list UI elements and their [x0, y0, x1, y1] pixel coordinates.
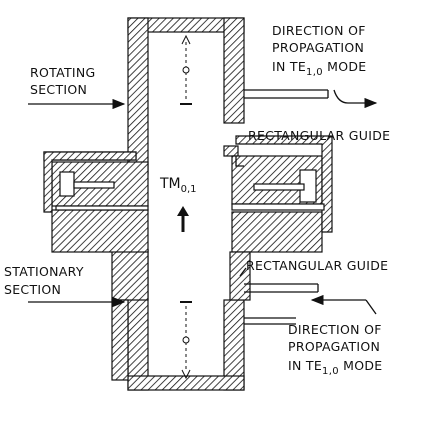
- left-step-lower-2: [111, 299, 129, 381]
- rect-guide-upper-label: RECTANGULAR GUIDE: [248, 128, 390, 143]
- leader-arrows: [28, 89, 378, 315]
- stationary-label-1: STATIONARY: [4, 264, 84, 279]
- tm-mode-label: TM0,1: [159, 176, 197, 195]
- left-step-lower: [111, 249, 149, 301]
- center-arrow: [177, 206, 189, 232]
- left-choke: [43, 151, 149, 253]
- top-direction-line1: DIRECTION OF: [272, 23, 366, 38]
- bottom-flange: [127, 375, 245, 391]
- bottom-direction-line3: IN TE1,0 MODE: [288, 358, 382, 377]
- right-wall-upper: [223, 17, 245, 124]
- rect-guide-lower-label: RECTANGULAR GUIDE: [246, 258, 388, 273]
- top-right-arrow: [333, 89, 378, 109]
- top-direction-line3: IN TE1,0 MODE: [272, 59, 366, 78]
- field-indicators: [180, 34, 192, 380]
- guide-walls: [111, 17, 245, 391]
- rect-guides: [244, 89, 329, 325]
- right-choke: [223, 135, 333, 301]
- rotating-label-2: SECTION: [30, 82, 87, 97]
- bottom-direction-line2: PROPAGATION: [288, 339, 380, 354]
- top-direction-line2: PROPAGATION: [272, 40, 364, 55]
- rotating-label-1: ROTATING: [30, 65, 96, 80]
- left-wall-upper: [127, 17, 149, 175]
- bottom-direction-line1: DIRECTION OF: [288, 322, 382, 337]
- text-labels: ROTATING SECTION STATIONARY SECTION DIRE…: [4, 23, 390, 377]
- stationary-label-2: SECTION: [4, 282, 61, 297]
